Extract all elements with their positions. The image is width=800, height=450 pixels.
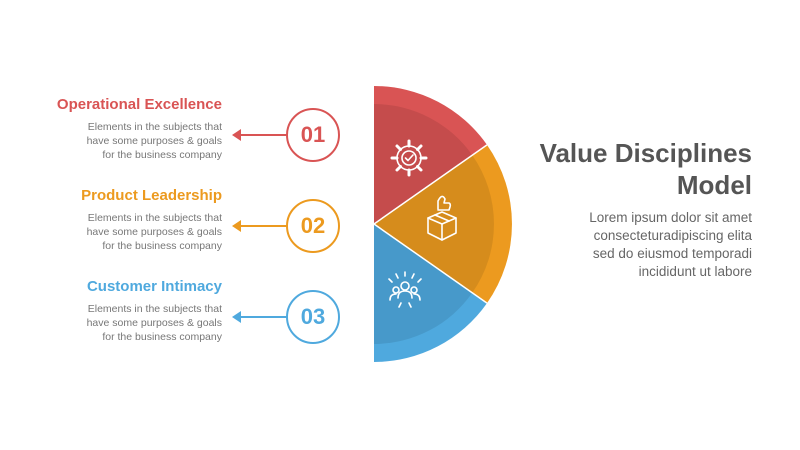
item-description: Elements in the subjects that have some … — [22, 302, 222, 344]
left-arrow-icon — [232, 220, 296, 232]
gear-check-icon — [390, 139, 428, 177]
item-description: Elements in the subjects that have some … — [22, 211, 222, 253]
item-customer-intimacy: Customer Intimacy Elements in the subjec… — [20, 278, 350, 348]
body-line: Lorem ipsum dolor sit amet — [589, 210, 752, 225]
item-title: Operational Excellence — [56, 96, 222, 113]
people-group-icon — [388, 271, 422, 308]
body-line: sed do eiusmod temporadi — [592, 246, 752, 261]
description-line: Elements in the subjects that — [87, 121, 222, 133]
title-line: Model — [676, 170, 752, 200]
item-product-leadership: Product Leadership Elements in the subje… — [20, 187, 350, 257]
description-line: have some purposes & goals — [86, 317, 222, 329]
left-arrow-icon — [232, 129, 296, 141]
wheel-slice-inner-shade — [374, 224, 473, 344]
item-description: Elements in the subjects that have some … — [22, 120, 222, 162]
description-line: for the business company — [102, 149, 222, 161]
wheel-slice-inner-shade — [374, 104, 473, 224]
body-line: consecteturadipiscing elita — [593, 228, 752, 243]
description-line: have some purposes & goals — [86, 226, 222, 238]
item-title: Product Leadership — [81, 187, 222, 204]
wheel-slice-inner-shade — [374, 155, 494, 293]
item-operational-excellence: Operational Excellence Elements in the s… — [20, 96, 350, 166]
left-arrow-icon — [232, 311, 296, 323]
step-number-badge: 03 — [286, 290, 340, 344]
title-line: Value Disciplines — [539, 138, 752, 168]
body-text: Lorem ipsum dolor sit amet consecteturad… — [589, 209, 752, 281]
diagram-title: Value Disciplines Model — [540, 137, 752, 201]
body-line: incididunt ut labore — [638, 264, 752, 279]
box-thumbs-up-icon — [427, 195, 457, 241]
item-title: Customer Intimacy — [86, 278, 222, 295]
step-number-badge: 02 — [286, 199, 340, 253]
wheel-slice-red — [374, 86, 488, 224]
description-line: Elements in the subjects that — [87, 212, 222, 224]
description-line: for the business company — [102, 240, 222, 252]
description-line: for the business company — [102, 331, 222, 343]
description-line: Elements in the subjects that — [87, 303, 222, 315]
wheel-slice-blue — [374, 224, 488, 362]
description-line: have some purposes & goals — [86, 135, 222, 147]
step-number-badge: 01 — [286, 108, 340, 162]
